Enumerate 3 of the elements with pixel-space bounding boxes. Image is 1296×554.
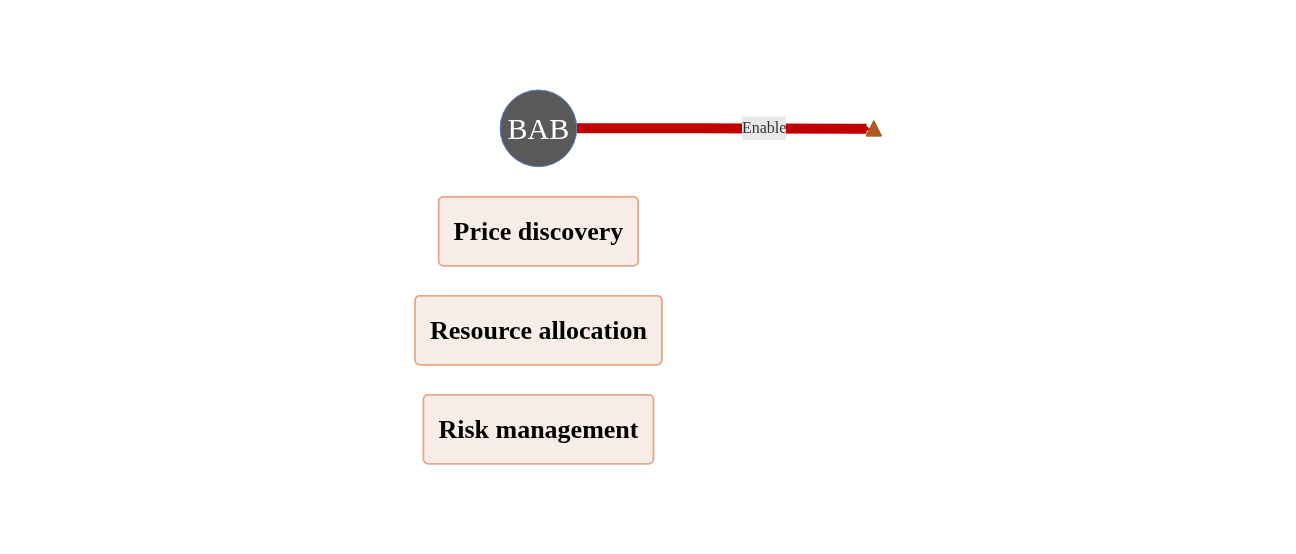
node-circle: BAB <box>499 89 578 168</box>
edge-label: Enable <box>741 119 787 137</box>
arrow <box>576 123 871 134</box>
